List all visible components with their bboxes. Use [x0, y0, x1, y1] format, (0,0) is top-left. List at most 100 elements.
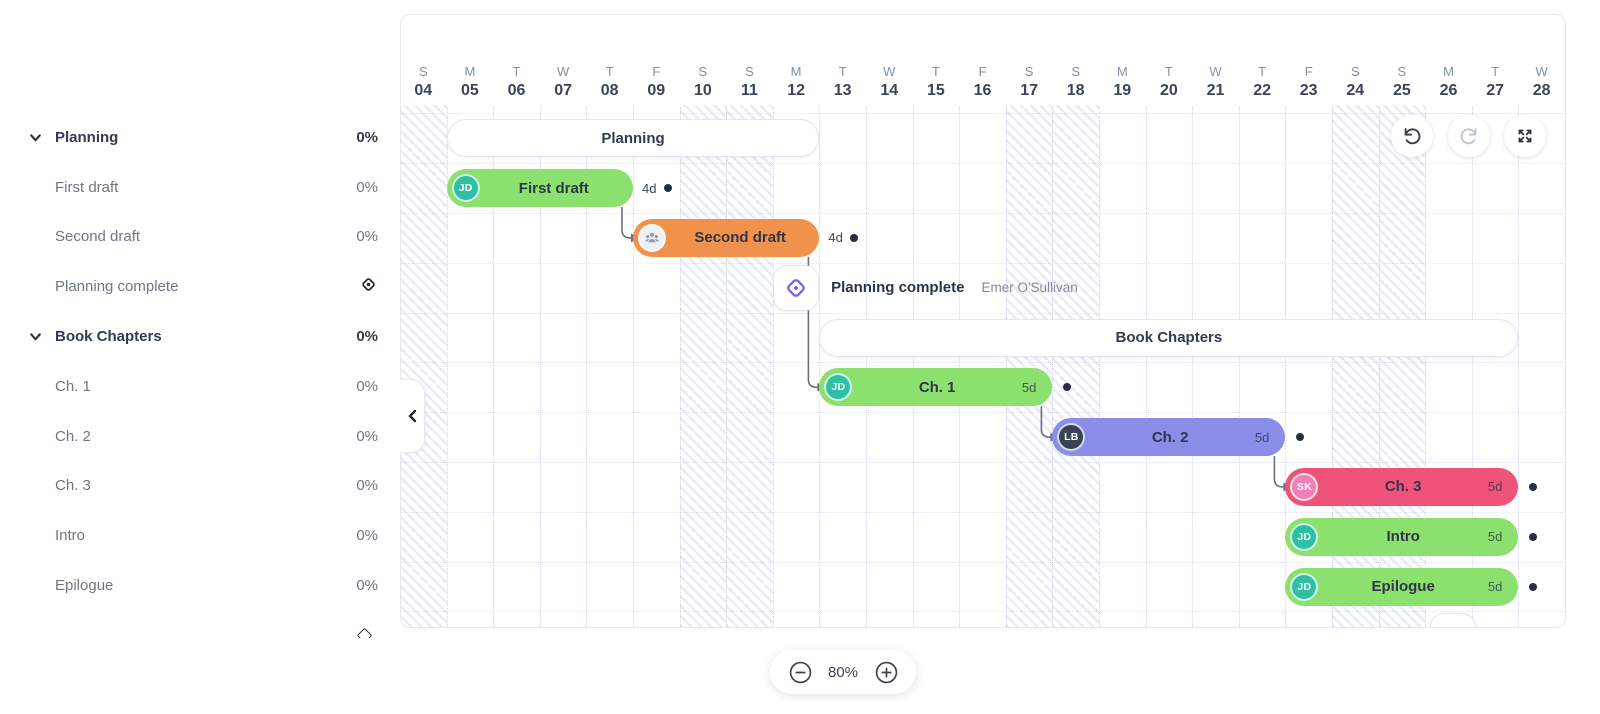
assignees-group-icon [638, 223, 666, 252]
day-date-label: 16 [973, 82, 992, 99]
chevron-down-icon[interactable] [28, 130, 43, 145]
task-bar-second-draft[interactable]: Second draft [633, 218, 820, 257]
task-label: Planning complete [55, 278, 179, 296]
grid-column-line [772, 107, 774, 627]
dependency-handle-dot[interactable] [1296, 433, 1305, 442]
milestone-planning-complete[interactable] [774, 265, 819, 310]
sidebar-row-planning-complete[interactable]: Planning complete [0, 262, 378, 312]
task-duration-label: 5d [1021, 379, 1037, 395]
redo-icon [1458, 125, 1480, 147]
fullscreen-button[interactable] [1504, 115, 1546, 157]
grid-column-line [586, 107, 588, 627]
weekend-shade [1052, 105, 1099, 627]
sidebar-row-first-draft[interactable]: First draft 0% [0, 162, 378, 212]
day-date-label: 14 [880, 82, 899, 99]
grid-column-line [1005, 107, 1007, 627]
dependency-handle-dot[interactable] [1529, 482, 1538, 491]
zoom-level-value: 80% [827, 663, 859, 681]
day-date-label: 28 [1532, 82, 1551, 99]
undo-button[interactable] [1391, 115, 1433, 157]
day-date-label: 23 [1299, 82, 1318, 99]
day-date-label: 26 [1439, 82, 1458, 99]
grid-column-line [1099, 107, 1100, 627]
task-duration-label: 5d [1487, 529, 1503, 545]
task-label: Book Chapters [55, 328, 162, 345]
grid-column-line [1471, 107, 1473, 627]
task-duration-label: 5d [1487, 579, 1503, 594]
grid-row-line [401, 461, 1565, 463]
summary-bar-book-chapters[interactable]: Book Chapters [819, 318, 1519, 357]
weekend-shade [1005, 105, 1053, 627]
day-of-week-label: F [652, 64, 661, 79]
grid-column-line [679, 107, 681, 627]
milestone-diamond-icon [784, 276, 808, 300]
dependency-handle-dot[interactable] [1063, 383, 1072, 392]
task-progress: 0% [356, 427, 378, 445]
task-label: Epilogue [55, 577, 114, 594]
grid-column-line [1332, 107, 1333, 627]
grid-column-line [1238, 107, 1240, 627]
day-of-week-label: S [1397, 64, 1407, 79]
task-progress: 0% [356, 577, 378, 594]
dependency-handle-dot[interactable] [850, 233, 859, 242]
day-date-label: 22 [1253, 82, 1271, 99]
day-date-label: 27 [1486, 82, 1504, 99]
task-label: Planning [55, 128, 119, 146]
milestone-partial-milestone[interactable] [1431, 614, 1476, 627]
task-progress: 0% [356, 178, 378, 196]
redo-button[interactable] [1448, 115, 1490, 157]
day-date-label: 06 [507, 82, 526, 99]
zoom-in-button[interactable] [873, 659, 899, 685]
day-of-week-label: S [1024, 64, 1034, 79]
grid-column-line [633, 107, 634, 627]
grid-row-line [401, 362, 1565, 364]
avatar-jd: JD [1290, 572, 1319, 601]
undo-icon [1401, 125, 1423, 147]
zoom-out-button[interactable] [787, 659, 813, 685]
collapse-sidebar-handle[interactable] [400, 379, 425, 453]
grid-column-line [1052, 107, 1054, 627]
task-bar-label: Second draft [694, 229, 787, 247]
day-date-label: 17 [1020, 82, 1038, 99]
grid-column-line [726, 107, 728, 627]
chevron-down-icon[interactable] [28, 329, 43, 344]
sidebar-row-epilogue[interactable]: Epilogue 0% [0, 561, 378, 611]
dependency-handle-dot[interactable] [1529, 532, 1538, 541]
dependency-handle-dot[interactable] [1529, 582, 1538, 591]
summary-bar-planning[interactable]: Planning [446, 119, 820, 158]
dependency-handle-dot[interactable] [664, 184, 672, 193]
day-of-week-label: T [1491, 64, 1500, 79]
grid-column-line [959, 107, 961, 627]
day-date-label: 12 [787, 82, 805, 99]
day-date-label: 09 [647, 82, 666, 99]
zoom-control: 80% [770, 650, 916, 694]
task-label: First draft [55, 178, 119, 196]
